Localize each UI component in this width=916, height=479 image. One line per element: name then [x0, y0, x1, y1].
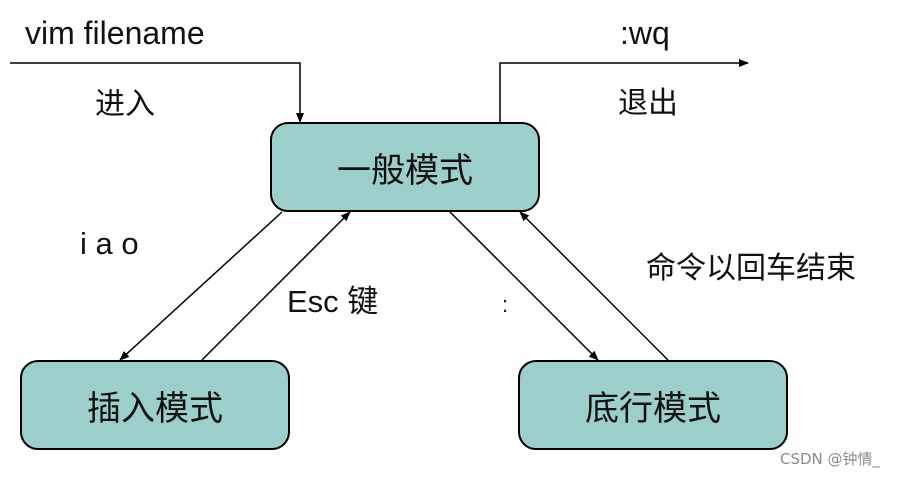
insert-mode-box: 插入模式 [20, 360, 290, 450]
cmdline-mode-label: 底行模式 [585, 388, 721, 429]
enter-arrow [10, 62, 304, 123]
enter-command-label: vim filename [25, 15, 205, 51]
normal-mode-label: 一般模式 [337, 150, 473, 191]
insert-mode-label: 插入模式 [87, 388, 223, 429]
normal-to-cmdline-arrow [449, 211, 599, 361]
esc-key-label: Esc 键 [287, 284, 379, 319]
insert-keys-label: i a o [80, 226, 139, 261]
normal-mode-box: 一般模式 [270, 122, 540, 212]
enter-end-label: 命令以回车结束 [646, 251, 856, 286]
insert-to-normal-arrow [201, 211, 351, 361]
exit-label: 退出 [618, 86, 678, 121]
colon-key-label: : [502, 292, 509, 317]
normal-to-insert-arrow [119, 211, 283, 361]
cmdline-to-normal-arrow [519, 211, 669, 361]
enter-label: 进入 [95, 87, 155, 122]
cmdline-mode-box: 底行模式 [518, 360, 788, 450]
exit-command-label: :wq [620, 15, 670, 51]
exit-arrow [499, 59, 749, 122]
watermark: CSDN @钟情_ [780, 450, 881, 468]
